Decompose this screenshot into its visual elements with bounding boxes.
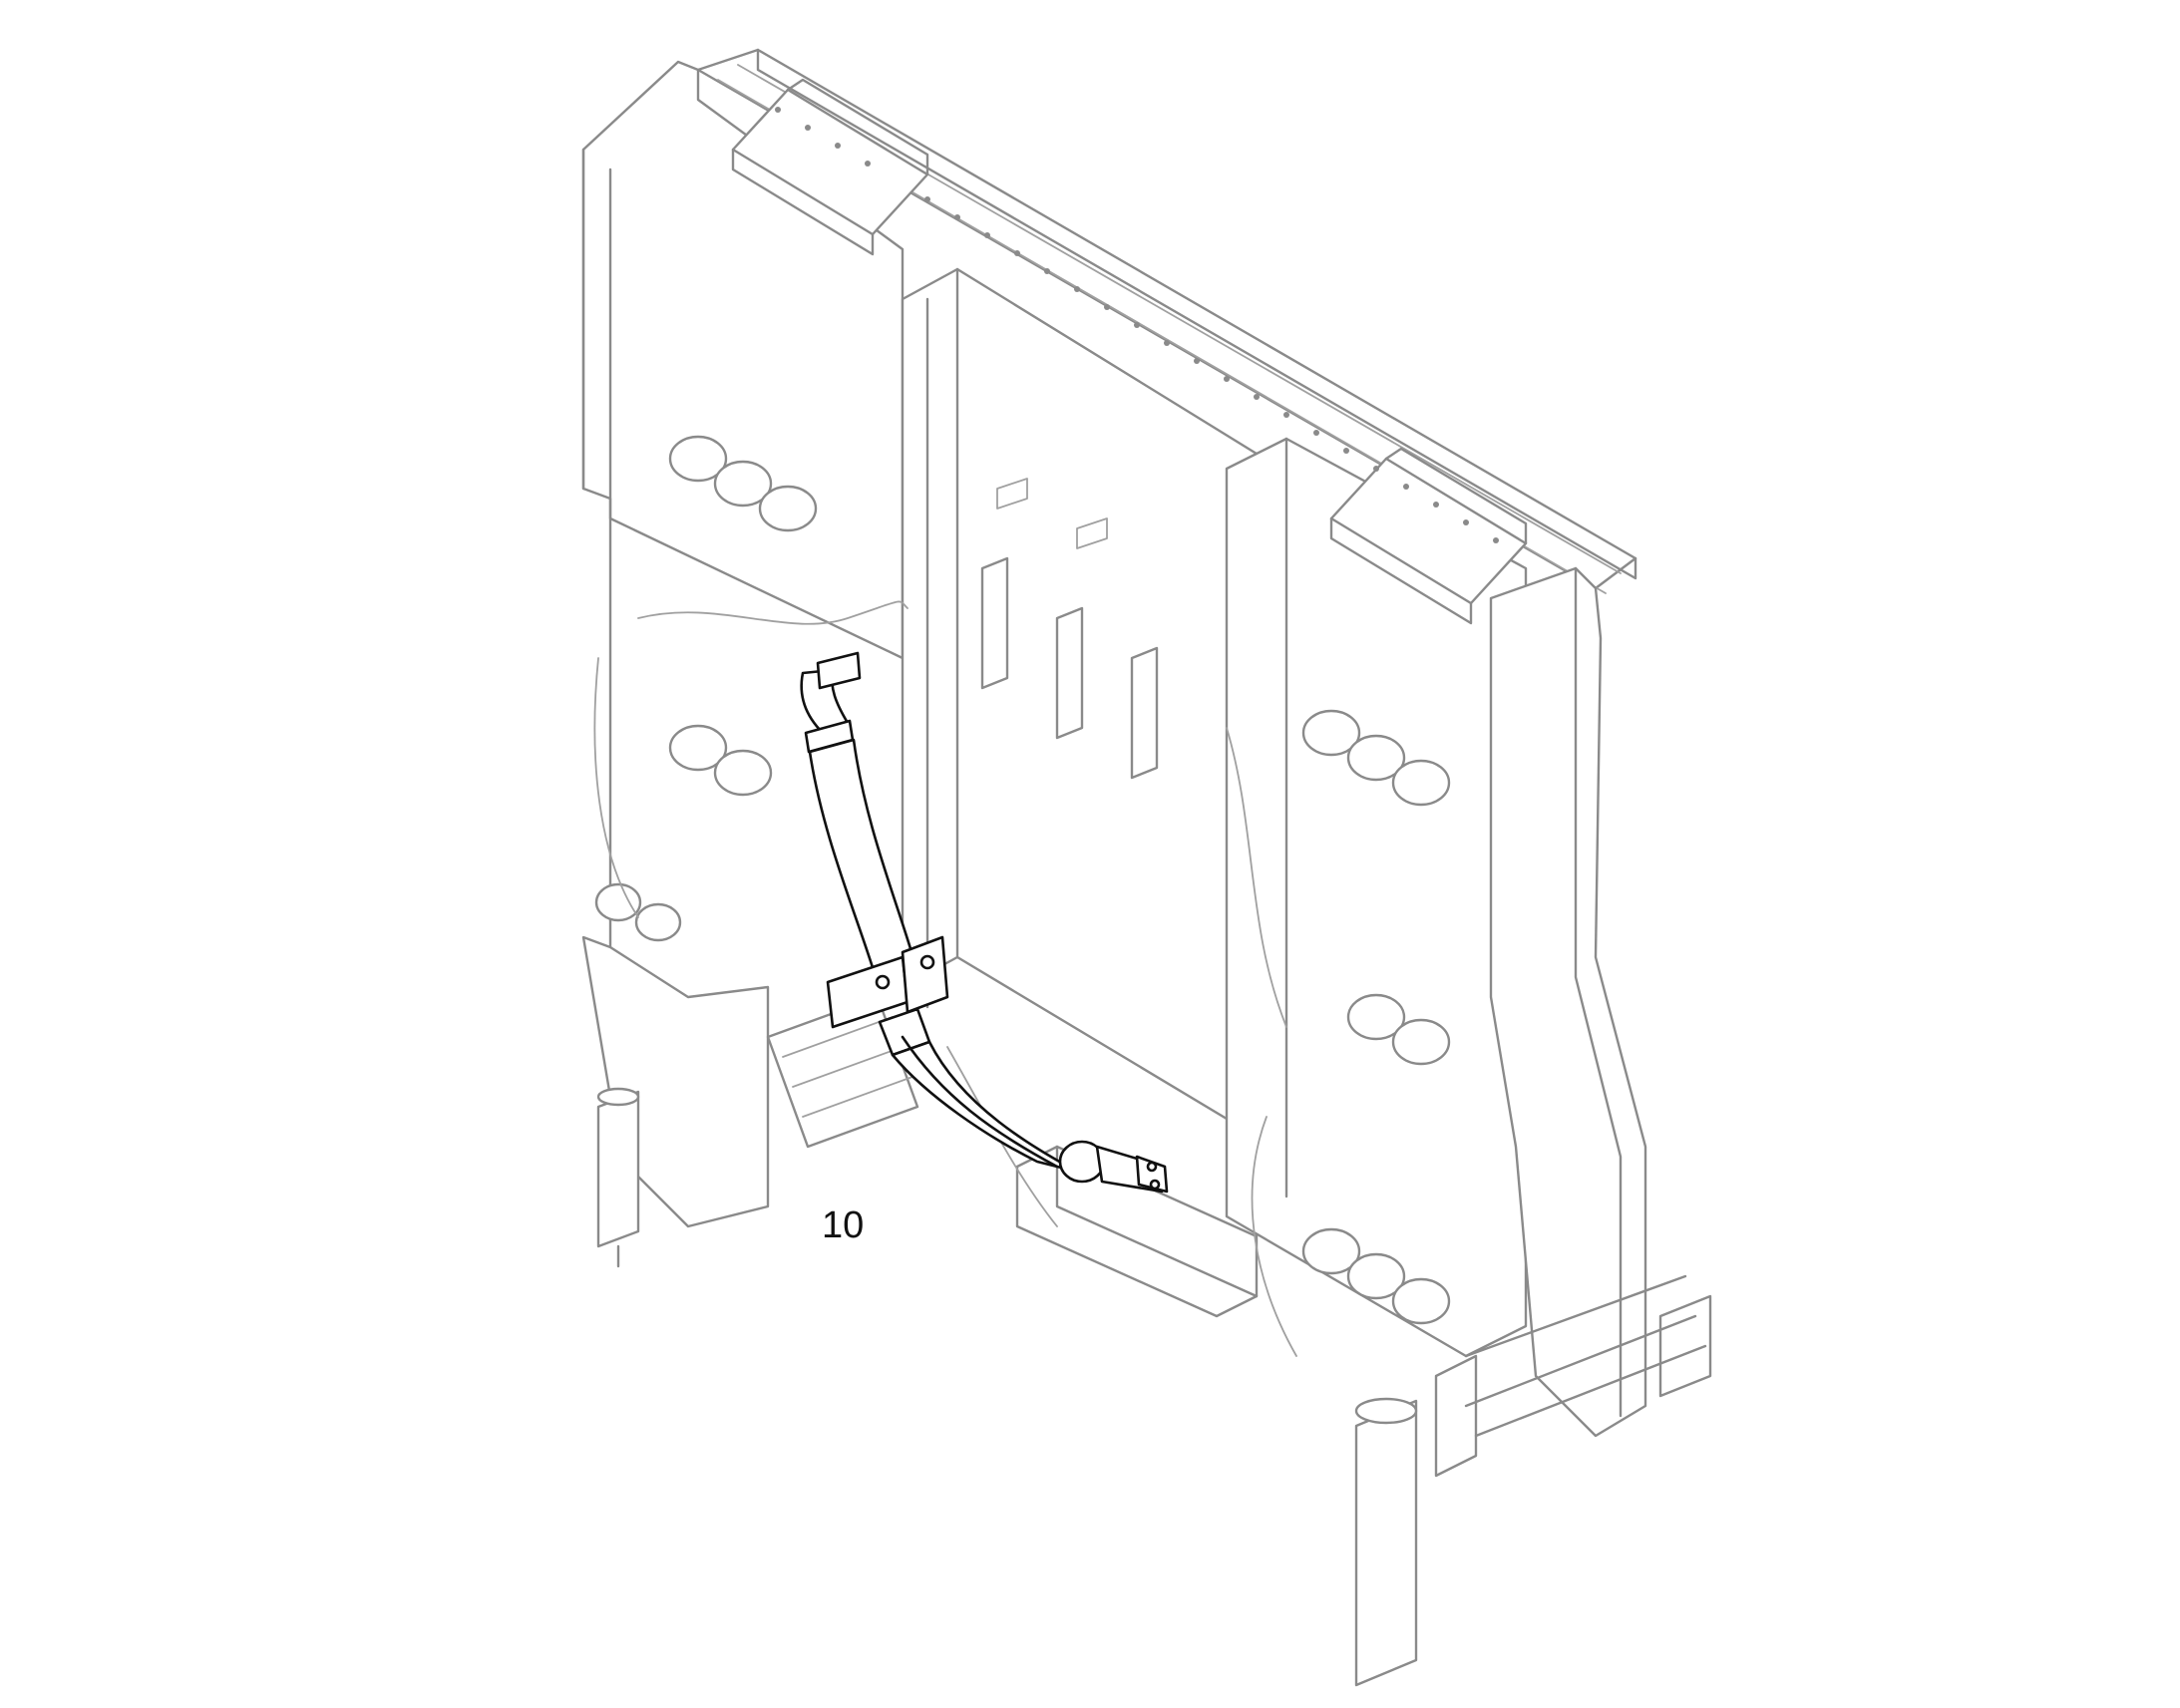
callout-label: 10 <box>822 1204 865 1246</box>
filter-canisters-left <box>594 435 818 942</box>
top-brackets <box>731 78 1528 625</box>
central-slots <box>980 478 1159 780</box>
hose-assembly <box>800 651 1169 1194</box>
rail-holes <box>775 107 1499 543</box>
filter-canisters-right <box>1301 709 1451 1325</box>
carriage-frame <box>581 48 1647 1438</box>
context-hoses <box>593 600 1297 1357</box>
right-cylinder <box>1354 1274 1712 1687</box>
left-cylinder <box>596 1087 640 1268</box>
